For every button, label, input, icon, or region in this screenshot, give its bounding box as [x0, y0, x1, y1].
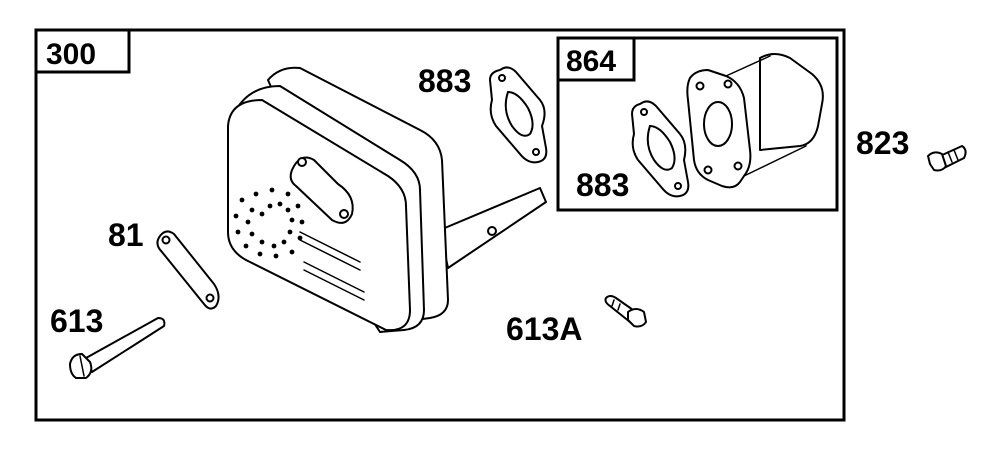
exhaust-adapter [686, 53, 824, 189]
label-bracket: 81 [108, 217, 144, 253]
assembly-frame [34, 28, 846, 422]
kit-number: 864 [566, 45, 616, 78]
muffler-screen [233, 187, 305, 259]
label-gasket-kit: 883 [576, 167, 629, 203]
bolt-613 [69, 317, 166, 379]
assembly-number-box [34, 28, 131, 74]
bolt-613A [604, 295, 647, 328]
label-screw: 823 [856, 125, 909, 161]
muffler [227, 66, 547, 333]
gasket-883-kit [631, 100, 690, 198]
bracket-81 [156, 230, 220, 310]
kit-number-box [556, 36, 636, 82]
gasket-883-main [489, 66, 548, 164]
screw-823 [927, 145, 967, 172]
label-bolt-short: 613A [506, 311, 583, 347]
label-bolt-long: 613 [50, 303, 103, 339]
assembly-number: 300 [46, 38, 96, 71]
kit-frame [556, 36, 839, 212]
label-gasket-main: 883 [418, 63, 471, 99]
